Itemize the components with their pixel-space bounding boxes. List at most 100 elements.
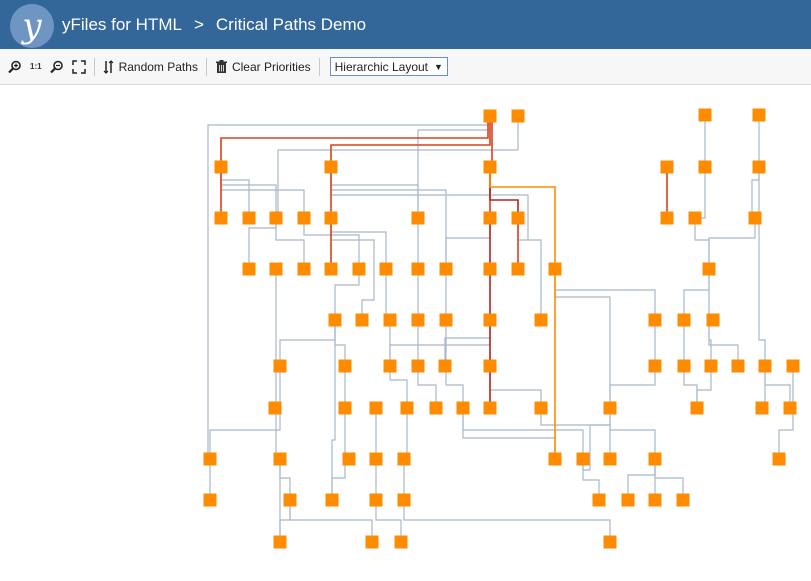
graph-node[interactable]: [383, 359, 397, 373]
graph-node[interactable]: [648, 313, 662, 327]
graph-node[interactable]: [383, 313, 397, 327]
graph-node[interactable]: [325, 493, 339, 507]
graph-node[interactable]: [603, 452, 617, 466]
graph-node[interactable]: [752, 108, 766, 122]
graph-node[interactable]: [706, 313, 720, 327]
graph-node[interactable]: [648, 452, 662, 466]
graph-node[interactable]: [660, 160, 674, 174]
graph-node[interactable]: [621, 493, 635, 507]
graph-node[interactable]: [411, 211, 425, 225]
graph-node[interactable]: [273, 535, 287, 549]
graph-node[interactable]: [397, 493, 411, 507]
graph-node[interactable]: [297, 211, 311, 225]
graph-node[interactable]: [324, 160, 338, 174]
graph-node[interactable]: [369, 493, 383, 507]
brand-name[interactable]: yFiles for HTML: [62, 14, 182, 34]
graph-node[interactable]: [352, 262, 366, 276]
zoom-out-button[interactable]: [46, 55, 68, 79]
graph-node[interactable]: [698, 108, 712, 122]
graph-node[interactable]: [369, 452, 383, 466]
graph-node[interactable]: [511, 211, 525, 225]
layout-select[interactable]: Hierarchic Layout ▼: [329, 57, 448, 76]
zoom-in-button[interactable]: [4, 55, 26, 79]
graph-node[interactable]: [411, 262, 425, 276]
graph-node[interactable]: [379, 262, 393, 276]
graph-node[interactable]: [648, 493, 662, 507]
graph-node[interactable]: [365, 535, 379, 549]
graph-node[interactable]: [439, 262, 453, 276]
graph-node[interactable]: [269, 262, 283, 276]
graph-node[interactable]: [203, 493, 217, 507]
graph-node[interactable]: [438, 359, 452, 373]
fit-content-button[interactable]: [68, 55, 90, 79]
graph-node[interactable]: [411, 313, 425, 327]
graph-node[interactable]: [338, 359, 352, 373]
graph-node[interactable]: [242, 211, 256, 225]
graph-node[interactable]: [273, 452, 287, 466]
graph-node[interactable]: [342, 452, 356, 466]
graph-node[interactable]: [483, 211, 497, 225]
clear-priorities-button[interactable]: Clear Priorities: [211, 55, 315, 79]
yfiles-logo[interactable]: y: [10, 3, 54, 48]
graph-node[interactable]: [483, 262, 497, 276]
graph-svg[interactable]: [0, 86, 811, 576]
graph-node[interactable]: [338, 401, 352, 415]
graph-node[interactable]: [648, 359, 662, 373]
graph-node[interactable]: [214, 211, 228, 225]
graph-node[interactable]: [269, 211, 283, 225]
graph-node[interactable]: [214, 160, 228, 174]
graph-node[interactable]: [548, 262, 562, 276]
graph-node[interactable]: [483, 401, 497, 415]
graph-node[interactable]: [752, 160, 766, 174]
graph-node[interactable]: [511, 109, 525, 123]
graph-node[interactable]: [676, 493, 690, 507]
graph-node[interactable]: [456, 401, 470, 415]
graph-node[interactable]: [677, 313, 691, 327]
graph-node[interactable]: [755, 401, 769, 415]
zoom-original-button[interactable]: 1:1: [26, 55, 46, 79]
graph-node[interactable]: [534, 313, 548, 327]
graph-node[interactable]: [483, 313, 497, 327]
random-paths-button[interactable]: Random Paths: [99, 55, 202, 79]
graph-node[interactable]: [483, 109, 497, 123]
graph-node[interactable]: [394, 535, 408, 549]
graph-canvas[interactable]: [0, 86, 811, 576]
graph-node[interactable]: [690, 401, 704, 415]
graph-node[interactable]: [242, 262, 256, 276]
graph-node[interactable]: [677, 359, 691, 373]
graph-node[interactable]: [369, 401, 383, 415]
graph-node[interactable]: [783, 401, 797, 415]
graph-node[interactable]: [283, 493, 297, 507]
graph-node[interactable]: [483, 160, 497, 174]
graph-node[interactable]: [704, 359, 718, 373]
graph-node[interactable]: [698, 160, 712, 174]
graph-node[interactable]: [328, 313, 342, 327]
graph-node[interactable]: [592, 493, 606, 507]
graph-node[interactable]: [273, 359, 287, 373]
graph-node[interactable]: [297, 262, 311, 276]
graph-node[interactable]: [483, 359, 497, 373]
graph-node[interactable]: [324, 262, 338, 276]
graph-node[interactable]: [731, 359, 745, 373]
graph-node[interactable]: [660, 211, 674, 225]
graph-node[interactable]: [511, 262, 525, 276]
graph-node[interactable]: [786, 359, 800, 373]
graph-node[interactable]: [400, 401, 414, 415]
graph-node[interactable]: [355, 313, 369, 327]
graph-node[interactable]: [397, 452, 411, 466]
graph-node[interactable]: [688, 211, 702, 225]
graph-node[interactable]: [429, 401, 443, 415]
graph-node[interactable]: [702, 262, 716, 276]
graph-node[interactable]: [411, 359, 425, 373]
graph-node[interactable]: [748, 211, 762, 225]
graph-node[interactable]: [603, 535, 617, 549]
graph-node[interactable]: [758, 359, 772, 373]
graph-node[interactable]: [576, 452, 590, 466]
graph-node[interactable]: [324, 211, 338, 225]
graph-node[interactable]: [548, 452, 562, 466]
graph-node[interactable]: [534, 401, 548, 415]
graph-node[interactable]: [268, 401, 282, 415]
graph-node[interactable]: [203, 452, 217, 466]
graph-node[interactable]: [603, 401, 617, 415]
graph-node[interactable]: [772, 452, 786, 466]
